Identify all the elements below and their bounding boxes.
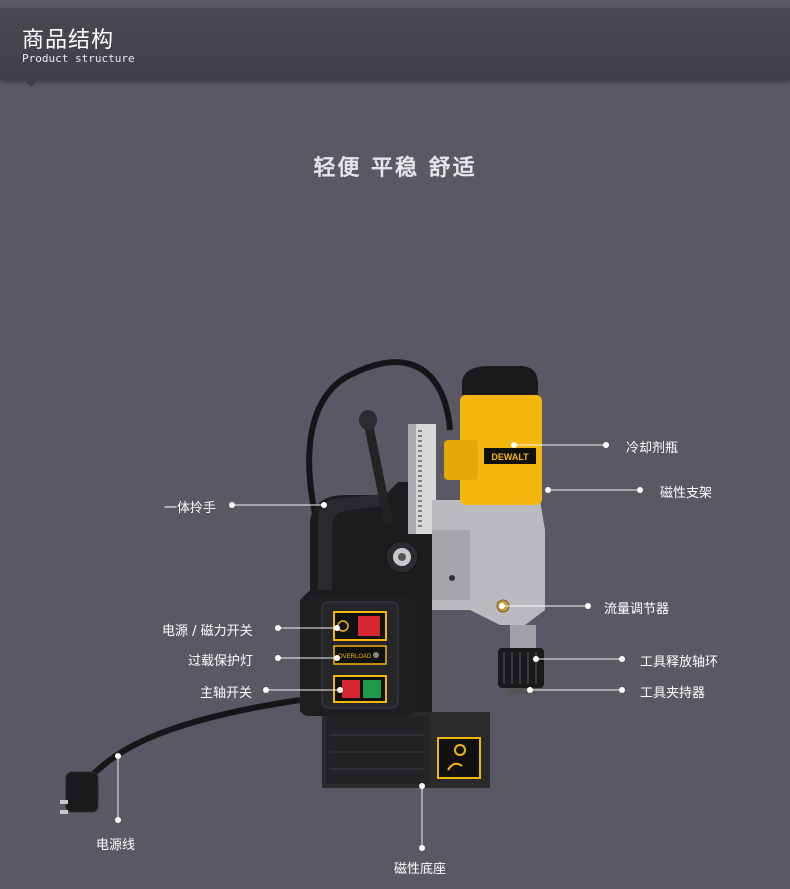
callout-lines xyxy=(117,444,640,848)
overload-label: OVERLOAD xyxy=(338,654,372,660)
motor-housing: DEWALT xyxy=(444,366,542,505)
callout-magnetic-base: 磁性底座 xyxy=(394,862,447,877)
callout-power-magnet-switch: 电源 / 磁力开关 xyxy=(162,624,253,639)
control-panel: OVERLOAD xyxy=(321,601,399,709)
callout-spindle-switch: 主轴开关 xyxy=(200,686,253,701)
section-subtitle: Product structure xyxy=(22,52,135,65)
section-header: 商品结构 Product structure xyxy=(0,8,790,80)
coolant-hose xyxy=(306,359,453,561)
rack-column xyxy=(408,424,436,534)
magnetic-base-block xyxy=(322,712,490,788)
brand-logo: DEWALT xyxy=(491,452,529,462)
callout-tool-release-ring: 工具释放轴环 xyxy=(640,655,719,670)
gearbox xyxy=(432,500,545,625)
header-notch xyxy=(24,80,38,87)
spindle-assembly xyxy=(498,625,544,694)
slogan: 轻便 平稳 舒适 xyxy=(313,156,477,181)
callout-magnetic-bracket: 磁性支架 xyxy=(660,486,713,501)
callout-power-cord: 电源线 xyxy=(96,838,136,853)
callout-flow-adjuster: 流量调节器 xyxy=(604,602,670,617)
callout-dots xyxy=(115,442,643,851)
section-title: 商品结构 xyxy=(22,28,115,53)
power-cord-cable xyxy=(77,697,301,792)
callout-overload-lamp: 过载保护灯 xyxy=(188,654,254,669)
callout-coolant-bottle: 冷却剂瓶 xyxy=(626,441,679,456)
plug-icon xyxy=(60,771,99,814)
callout-tool-chuck: 工具夹持器 xyxy=(640,686,706,701)
callout-handle: 一体拎手 xyxy=(164,501,217,516)
